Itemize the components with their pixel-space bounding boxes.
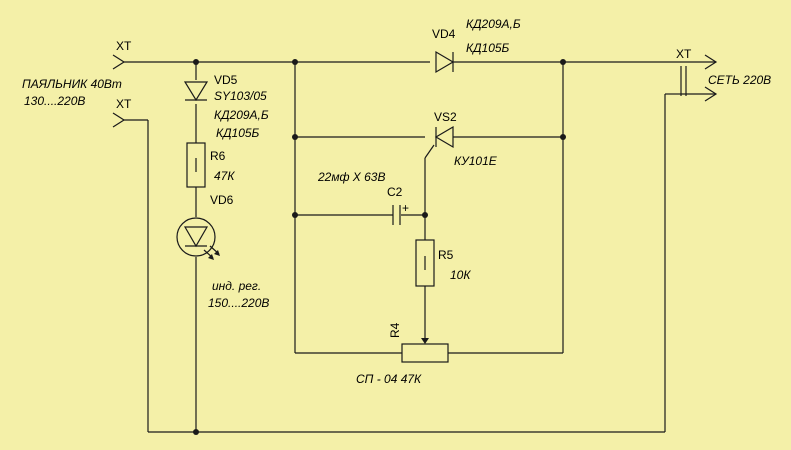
label-xt-top-left: XT xyxy=(116,39,132,53)
label-vd5-type3: КД105Б xyxy=(216,126,260,140)
label-vd5-type1: SY103/05 xyxy=(214,89,267,103)
label-vd5-name: VD5 xyxy=(214,73,238,87)
label-r4-name: R4 xyxy=(388,322,402,338)
label-c2-polarity: + xyxy=(402,201,409,215)
label-c2-name: C2 xyxy=(387,185,403,199)
terminal-xt-right xyxy=(680,54,718,102)
label-indicator: инд. рег. xyxy=(212,279,261,293)
diode-vd5 xyxy=(183,81,209,102)
label-soldering-range: 130....220В xyxy=(24,94,85,108)
led-vd6 xyxy=(176,217,220,260)
resistor-r6 xyxy=(186,142,206,188)
label-xt-right: XT xyxy=(676,47,692,61)
label-r5-name: R5 xyxy=(438,248,454,262)
label-vs2-type: КУ101Е xyxy=(454,154,498,168)
label-r4-spec: СП - 04 47К xyxy=(356,372,422,386)
terminal-xt-mid-left xyxy=(112,112,126,128)
label-c2-spec: 22мф Х 63В xyxy=(317,170,386,184)
label-vd4-alt: КД105Б xyxy=(466,41,510,55)
label-soldering-iron: ПАЯЛЬНИК 40Вт xyxy=(22,77,122,91)
label-vd4-name: VD4 xyxy=(432,27,456,41)
diode-vd4 xyxy=(435,50,455,74)
capacitor-c2 xyxy=(392,205,401,225)
junctions xyxy=(193,59,566,435)
label-vd6-name: VD6 xyxy=(210,193,234,207)
resistor-r5 xyxy=(415,239,435,287)
wires xyxy=(124,61,681,433)
label-xt-mid-left: XT xyxy=(116,97,132,111)
label-vd4-type: КД209А,Б xyxy=(466,17,521,31)
thyristor-vs2 xyxy=(434,125,454,149)
terminal-xt-top-left xyxy=(112,54,126,70)
label-r6-name: R6 xyxy=(210,149,226,163)
potentiometer-r4 xyxy=(401,338,449,363)
label-vs2-name: VS2 xyxy=(434,110,457,124)
label-indicator-range: 150....220В xyxy=(208,296,269,310)
label-r5-value: 10К xyxy=(450,268,471,282)
label-r6-value: 47К xyxy=(214,169,235,183)
label-mains: СЕТЬ 220В xyxy=(708,73,771,87)
label-vd5-type2: КД209А,Б xyxy=(214,108,269,122)
